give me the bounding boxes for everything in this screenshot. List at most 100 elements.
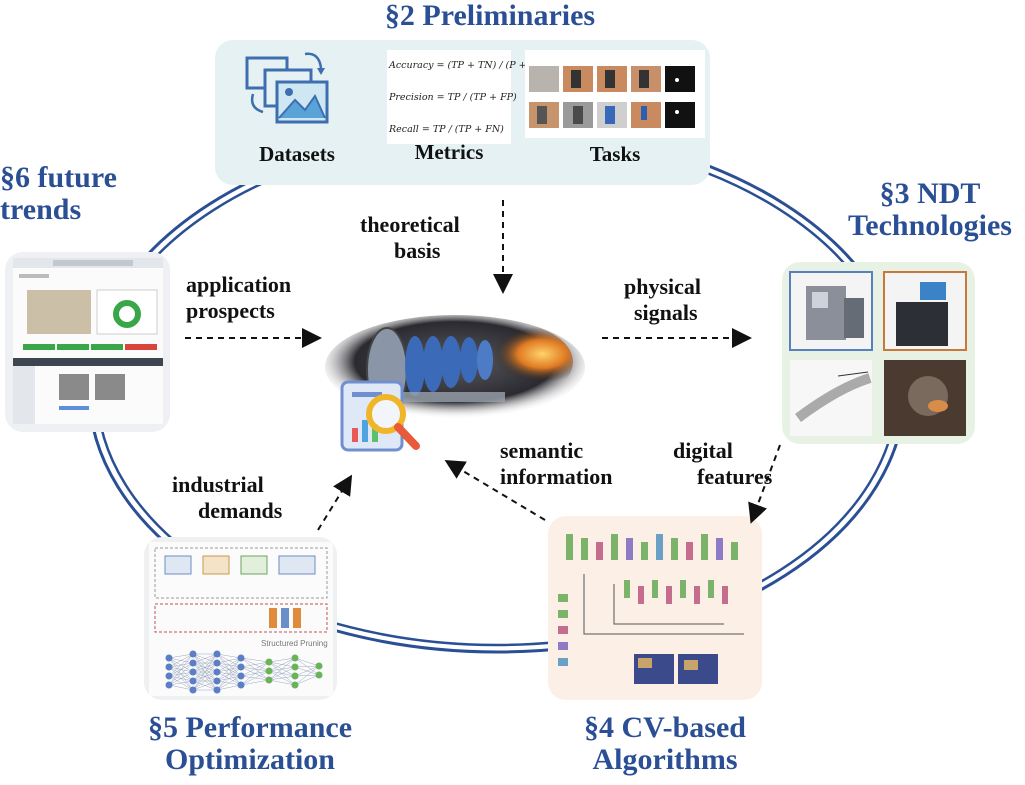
cv-layer-block <box>686 542 693 560</box>
label-physical-line1: physical <box>624 274 702 299</box>
network-node <box>189 650 197 658</box>
cv-layer-block <box>722 586 728 604</box>
tasks-label: Tasks <box>589 142 641 166</box>
network-edge <box>168 653 194 659</box>
network-node <box>165 672 173 680</box>
network-edge <box>294 674 320 686</box>
cv-layer-block <box>638 586 644 604</box>
label-semantic-information: semantic information <box>500 438 650 490</box>
ndt-technologies-panel <box>782 262 975 444</box>
section-preliminaries-title: §2 Preliminaries <box>384 0 596 32</box>
section-ndt-line2: Technologies <box>848 209 1012 243</box>
network-edge <box>294 665 320 686</box>
network-edge <box>268 657 296 672</box>
turbine-engine-image <box>325 315 585 419</box>
label-semantic-line2: information <box>500 463 613 489</box>
cv-layer-block <box>626 538 633 560</box>
network-node <box>213 650 221 658</box>
network-edge <box>240 661 270 677</box>
network-edge <box>216 675 242 691</box>
metrics-label: Metrics <box>414 140 484 164</box>
section-future-line1: §6 future <box>0 161 117 194</box>
network-edge <box>268 675 296 681</box>
network-node <box>165 663 173 671</box>
performance-optimization-panel: Structured Pruning <box>144 537 337 700</box>
cv-layer-block <box>680 580 686 598</box>
network-edge <box>216 657 242 682</box>
network-edge <box>240 679 270 686</box>
network-edge <box>192 680 218 691</box>
network-edge <box>216 657 242 673</box>
label-digital-features: digital features <box>673 438 793 490</box>
label-industrial-line2: demands <box>198 497 283 523</box>
section-performance-line2: Optimization <box>165 743 335 777</box>
cv-layer-block <box>656 534 663 560</box>
network-edge <box>268 679 296 686</box>
dataset-gallery-icon <box>245 52 329 124</box>
preliminaries-panel: Accuracy = (TP + TN) / (P + N) Precision… <box>215 40 710 185</box>
network-edge <box>294 665 320 677</box>
network-node <box>315 671 323 679</box>
network-node <box>291 654 299 662</box>
structured-pruning-caption: Structured Pruning <box>261 639 328 648</box>
recall-formula: Recall = TP / (TP + FN) <box>389 124 504 135</box>
section-future-line2: trends <box>0 193 82 227</box>
cv-layer-block <box>671 538 678 560</box>
software-interface-screenshot <box>13 258 163 424</box>
label-industrial-line1: industrial <box>172 472 264 497</box>
network-node <box>189 677 197 685</box>
network-node <box>237 663 245 671</box>
metrics-formula-box: Accuracy = (TP + TN) / (P + N) Precision… <box>387 50 542 144</box>
network-edge <box>192 653 218 664</box>
label-theoretical-line1: theoretical <box>360 212 460 237</box>
network-node <box>213 686 221 694</box>
report-magnifier-icon <box>340 380 420 452</box>
network-node <box>291 672 299 680</box>
arrow-industrial-demands <box>317 474 353 531</box>
network-edge <box>294 665 320 668</box>
network-edge <box>168 662 194 686</box>
cv-layer-block <box>701 534 708 560</box>
network-architecture-diagram <box>558 534 744 684</box>
network-node <box>165 654 173 662</box>
section-ndt-line1: §3 NDT <box>879 177 981 210</box>
cv-layer-block <box>624 580 630 598</box>
section-cv-line1: §4 CV-based <box>584 711 746 744</box>
network-edge <box>168 653 194 668</box>
network-node <box>315 662 323 670</box>
network-edge <box>168 684 194 691</box>
network-edge <box>192 671 218 691</box>
network-node <box>265 667 273 675</box>
network-edge <box>240 661 270 686</box>
network-edge <box>240 661 270 668</box>
network-edge <box>192 653 218 691</box>
label-digital-line2: features <box>697 463 773 489</box>
future-trends-panel <box>5 252 170 432</box>
network-edge <box>268 666 296 681</box>
network-edge <box>168 671 194 686</box>
network-node <box>237 672 245 680</box>
cv-layer-block <box>596 542 603 560</box>
label-physical-signals: physical signals <box>624 274 744 326</box>
label-application-line2: prospects <box>186 297 275 323</box>
network-node <box>291 663 299 671</box>
network-edge <box>268 657 296 663</box>
network-edge <box>240 657 270 663</box>
network-edge <box>216 657 242 691</box>
cv-layer-block <box>566 534 573 560</box>
label-application-prospects: application prospects <box>186 272 326 324</box>
label-semantic-line1: semantic <box>500 438 584 463</box>
section-performance-title: §5 Performance Optimization <box>115 711 385 777</box>
pruning-network-diagram: Structured Pruning <box>149 542 333 696</box>
cv-layer-block <box>641 542 648 560</box>
network-edge <box>168 680 194 686</box>
tasks-sample-images <box>525 50 705 138</box>
network-node <box>265 676 273 684</box>
ndt-equipment-images <box>789 271 967 436</box>
network-edge <box>216 666 242 691</box>
network-edge <box>168 653 194 686</box>
network-edge <box>192 662 218 691</box>
network-node <box>265 658 273 666</box>
cv-layer-block <box>581 538 588 560</box>
